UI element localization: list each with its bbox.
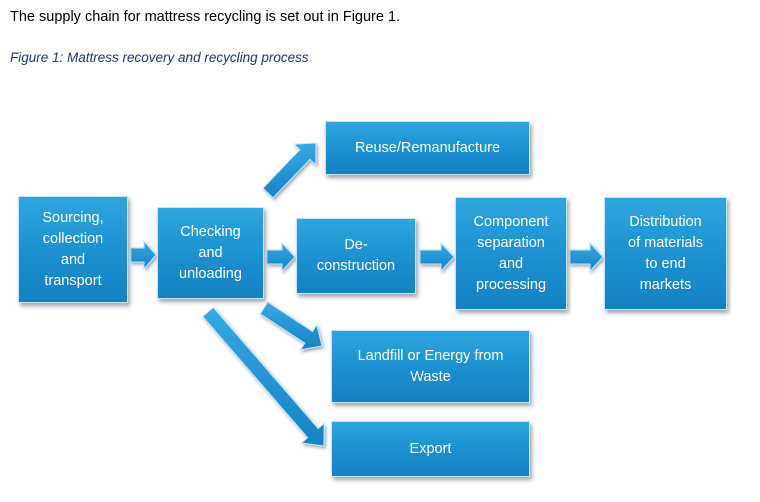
node-export-label: Export <box>409 440 452 457</box>
arrow-checking-to-landfill <box>259 301 323 351</box>
node-reuse-label: Reuse/Remanufacture <box>354 139 501 156</box>
node-distribution-label: Distribution of materials to end markets <box>628 213 703 293</box>
node-component-label: Component separation and processing <box>473 213 549 293</box>
node-reuse-remanufacture: Reuse/Remanufacture <box>325 121 530 175</box>
node-deconstruction: De- construction <box>296 218 416 294</box>
node-sourcing-label: Sourcing, collection and transport <box>42 209 104 289</box>
node-export: Export <box>331 421 530 477</box>
arrow-sourcing-to-checking <box>130 239 157 271</box>
node-sourcing-collection-transport: Sourcing, collection and transport <box>18 196 128 303</box>
arrow-checking-to-deconstruction <box>266 241 296 273</box>
node-checking-unloading: Checking and unloading <box>157 207 264 299</box>
arrow-checking-to-reuse <box>262 142 317 199</box>
node-deconstruction-label: De- construction <box>316 237 396 274</box>
arrow-deconstruction-to-component <box>419 241 455 273</box>
figure-caption: Figure 1: Mattress recovery and recyclin… <box>10 50 309 65</box>
node-checking-label: Checking and unloading <box>179 223 242 282</box>
node-landfill-energy: Landfill or Energy from Waste <box>331 330 530 403</box>
intro-text: The supply chain for mattress recycling … <box>10 9 401 25</box>
arrow-component-to-distribution <box>569 241 604 273</box>
node-distribution-materials: Distribution of materials to end markets <box>604 197 727 310</box>
arrow-checking-to-export <box>201 306 325 447</box>
node-component-separation: Component separation and processing <box>455 197 567 310</box>
node-landfill-label: Landfill or Energy from Waste <box>357 347 504 385</box>
